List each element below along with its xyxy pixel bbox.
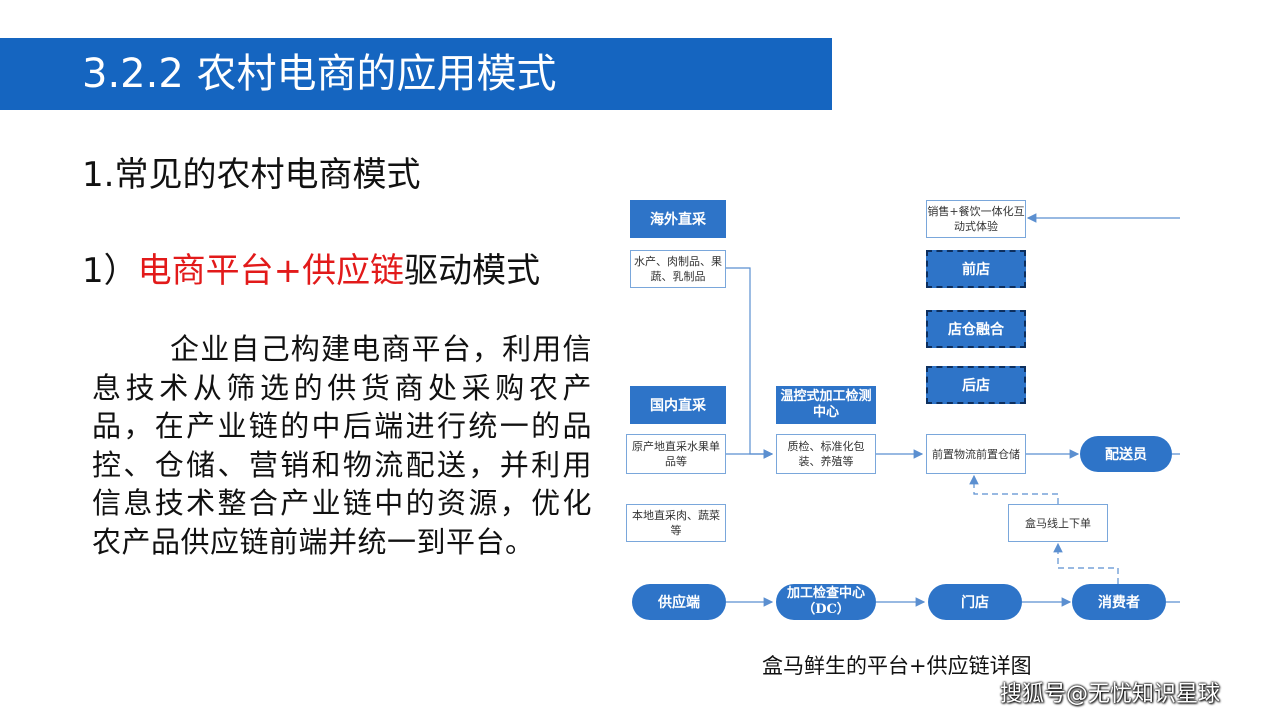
diagram-connectors xyxy=(726,213,1180,607)
overseas-to-temp-connector xyxy=(726,267,774,459)
front-logistics-box: 前置物流前置仓储 xyxy=(926,434,1026,474)
consumer-to-online-order-connector xyxy=(1053,542,1119,584)
store-node: 门店 xyxy=(928,584,1022,620)
temp-center-box: 温控式加工检测中心 xyxy=(776,386,876,424)
back-store-box: 后店 xyxy=(926,366,1026,404)
section-heading: 1.常见的农村电商模式 xyxy=(82,155,421,195)
online-order-to-logistics-connector xyxy=(969,474,1059,504)
subsection-heading: 1）电商平台+供应链驱动模式 xyxy=(82,248,540,294)
consumer-to-experience-connector xyxy=(1166,601,1180,603)
heading-number: 1） xyxy=(82,251,138,291)
heading-suffix: 驱动模式 xyxy=(404,251,541,291)
online-order-box: 盒马线上下单 xyxy=(1008,504,1108,542)
temp-items-box: 质检、标准化包装、养殖等 xyxy=(776,434,876,474)
local-items-box: 本地直采肉、蔬菜等 xyxy=(626,504,726,542)
experience-box: 销售+餐饮一体化互动式体验 xyxy=(926,200,1026,238)
overseas-items-box: 水产、肉制品、果蔬、乳制品 xyxy=(630,250,726,288)
heading-highlight: 电商平台+供应链 xyxy=(137,251,405,291)
consumer-node: 消费者 xyxy=(1072,584,1166,620)
supplier-node: 供应端 xyxy=(632,584,726,620)
watermark: 搜狐号@无忧知识星球 xyxy=(1000,682,1221,707)
domestic-items-box: 原产地直采水果单品等 xyxy=(626,434,726,474)
slide-title: 3.2.2 农村电商的应用模式 xyxy=(82,51,557,97)
title-bar xyxy=(0,38,832,110)
store-warehouse-box: 店仓融合 xyxy=(926,310,1026,348)
description-paragraph: 企业自己构建电商平台，利用信息技术从筛选的供货商处采购农产品，在产业链的中后端进… xyxy=(92,332,592,559)
overseas-direct-box: 海外直采 xyxy=(630,200,726,238)
courier-to-experience-connector xyxy=(1026,213,1180,455)
front-store-box: 前店 xyxy=(926,250,1026,288)
domestic-direct-box: 国内直采 xyxy=(630,386,726,424)
dc-node: 加工检查中心（DC） xyxy=(776,584,876,620)
diagram-caption: 盒马鲜生的平台+供应链详图 xyxy=(762,654,1032,678)
supply-chain-diagram: 海外直采 水产、肉制品、果蔬、乳制品 国内直采 原产地直采水果单品等 本地直采肉… xyxy=(620,190,1180,640)
courier-node: 配送员 xyxy=(1080,436,1172,472)
